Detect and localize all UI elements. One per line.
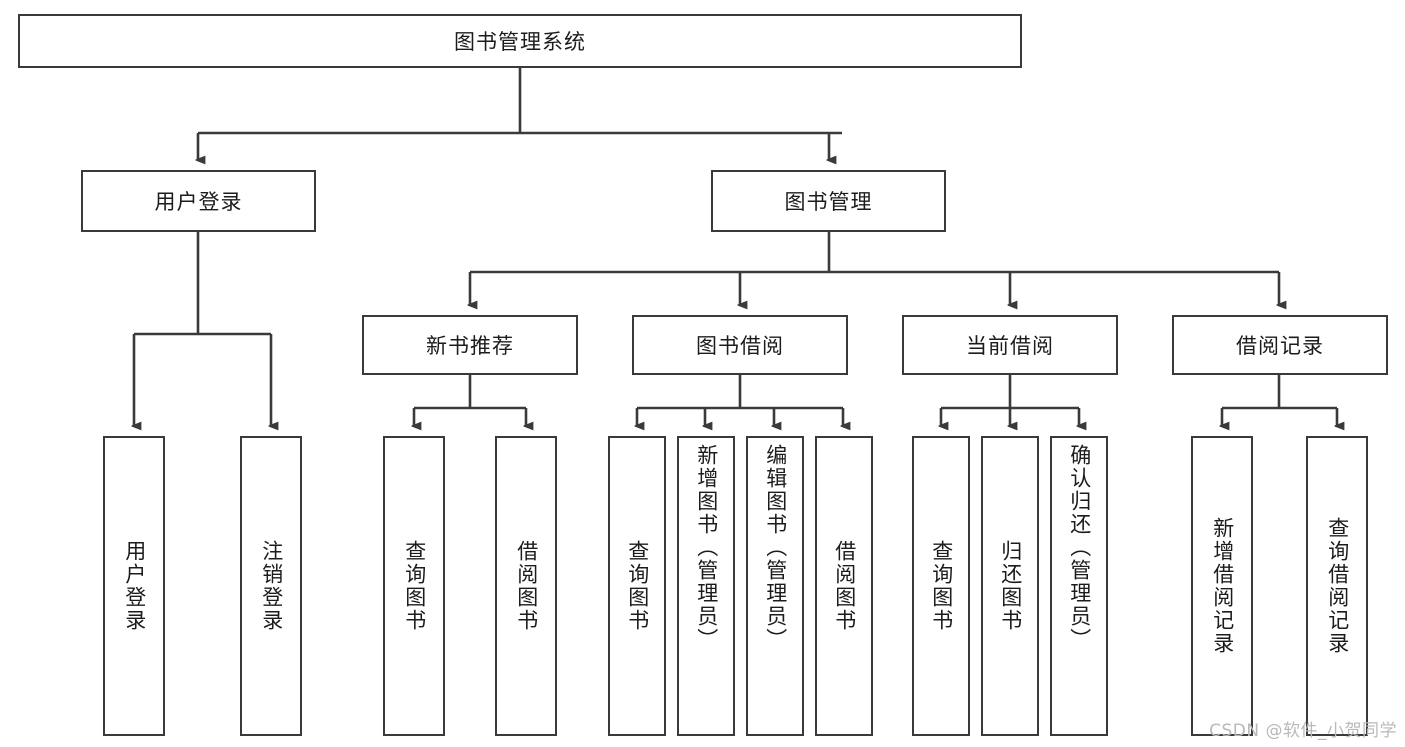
node-label: 图书借阅 (696, 334, 784, 358)
node-label: 借阅图书 (514, 540, 539, 632)
node-leaf-query-book-2[interactable]: 查询图书 (608, 436, 666, 736)
node-book-management[interactable]: 图书管理 (711, 170, 946, 232)
node-label: 用户登录 (122, 540, 147, 632)
node-leaf-user-login[interactable]: 用户登录 (103, 436, 165, 736)
node-label: 查询图书 (625, 540, 650, 632)
node-label: 查询借阅记录 (1325, 517, 1350, 655)
node-leaf-query-book-3[interactable]: 查询图书 (912, 436, 970, 736)
node-label: 新增图书（管理员） (694, 444, 719, 651)
node-user-login[interactable]: 用户登录 (81, 170, 316, 232)
node-label: 图书管理 (784, 190, 873, 214)
node-leaf-borrow-book-2[interactable]: 借阅图书 (815, 436, 873, 736)
node-label: 查询图书 (402, 540, 427, 632)
node-borrow-record[interactable]: 借阅记录 (1172, 315, 1388, 375)
node-label: 归还图书 (998, 540, 1023, 632)
node-leaf-add-book[interactable]: 新增图书（管理员） (677, 436, 735, 736)
node-new-book-recommend[interactable]: 新书推荐 (362, 315, 578, 375)
node-leaf-add-borrow-record[interactable]: 新增借阅记录 (1191, 436, 1253, 736)
node-leaf-confirm-return[interactable]: 确认归还（管理员） (1050, 436, 1108, 736)
node-label: 查询图书 (929, 540, 954, 632)
csdn-watermark: CSDN @软件_小贺同学 (1209, 721, 1397, 741)
node-leaf-return-book[interactable]: 归还图书 (981, 436, 1039, 736)
node-label: 注销登录 (259, 540, 284, 632)
node-label: 借阅图书 (832, 540, 857, 632)
node-label: 当前借阅 (966, 334, 1054, 358)
node-leaf-edit-book[interactable]: 编辑图书（管理员） (746, 436, 804, 736)
node-leaf-query-borrow-record[interactable]: 查询借阅记录 (1306, 436, 1368, 736)
node-label: 用户登录 (154, 190, 243, 214)
node-label: 新增借阅记录 (1210, 517, 1235, 655)
node-book-borrow[interactable]: 图书借阅 (632, 315, 848, 375)
node-label: 编辑图书（管理员） (763, 444, 788, 651)
node-label: 新书推荐 (426, 334, 514, 358)
node-leaf-borrow-book-1[interactable]: 借阅图书 (495, 436, 557, 736)
node-leaf-query-book-1[interactable]: 查询图书 (383, 436, 445, 736)
node-leaf-logout-login[interactable]: 注销登录 (240, 436, 302, 736)
node-current-borrow[interactable]: 当前借阅 (902, 315, 1118, 375)
node-root-title[interactable]: 图书管理系统 (18, 14, 1022, 68)
node-label: 借阅记录 (1236, 334, 1324, 358)
node-label: 图书管理系统 (454, 30, 586, 54)
node-label: 确认归还（管理员） (1067, 444, 1092, 651)
